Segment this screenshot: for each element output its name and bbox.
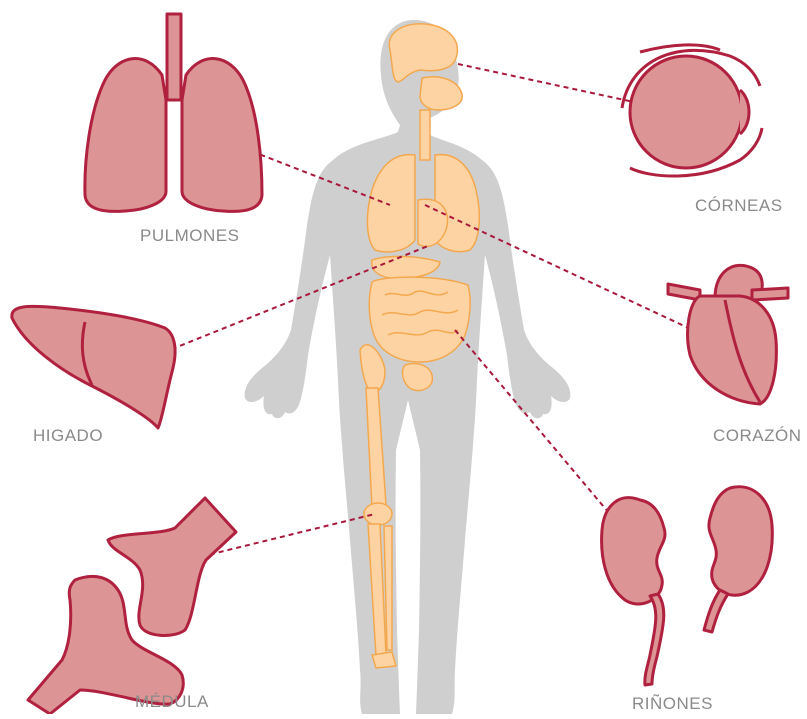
bladder-shape <box>402 364 432 391</box>
label-corazon: CORAZÓN <box>713 426 802 446</box>
eye-illustration <box>622 45 762 176</box>
label-rinones: RIÑONES <box>632 694 713 714</box>
artery-branch-right <box>752 288 788 300</box>
right-ureter <box>704 590 728 632</box>
left-ureter <box>645 594 664 685</box>
label-higado: HIGADO <box>33 426 103 446</box>
right-lung-outline <box>182 59 262 212</box>
label-medula: MÉDULA <box>135 692 209 712</box>
intestines-shape <box>369 277 470 362</box>
marrow-illustration <box>28 498 236 714</box>
kidneys-illustration <box>602 487 773 685</box>
right-kidney-outline <box>709 487 772 595</box>
left-lung-outline <box>85 59 166 212</box>
liver-outline <box>12 306 175 428</box>
knee-shape <box>364 503 392 525</box>
left-kidney-outline <box>602 498 665 604</box>
foot-shape <box>372 652 396 668</box>
eyeball-shape <box>630 56 742 168</box>
lungs-illustration <box>85 14 262 211</box>
liver-illustration <box>12 306 175 428</box>
upper-bone-piece <box>108 498 236 635</box>
heart-body <box>688 296 777 404</box>
trachea-outline <box>167 14 181 100</box>
heart-illustration <box>668 265 788 404</box>
trachea-shape <box>420 110 430 160</box>
artery-branch-left <box>668 284 700 300</box>
cornea-bulge <box>740 90 749 134</box>
label-corneas: CÓRNEAS <box>695 196 783 216</box>
label-pulmones: PULMONES <box>140 226 239 246</box>
